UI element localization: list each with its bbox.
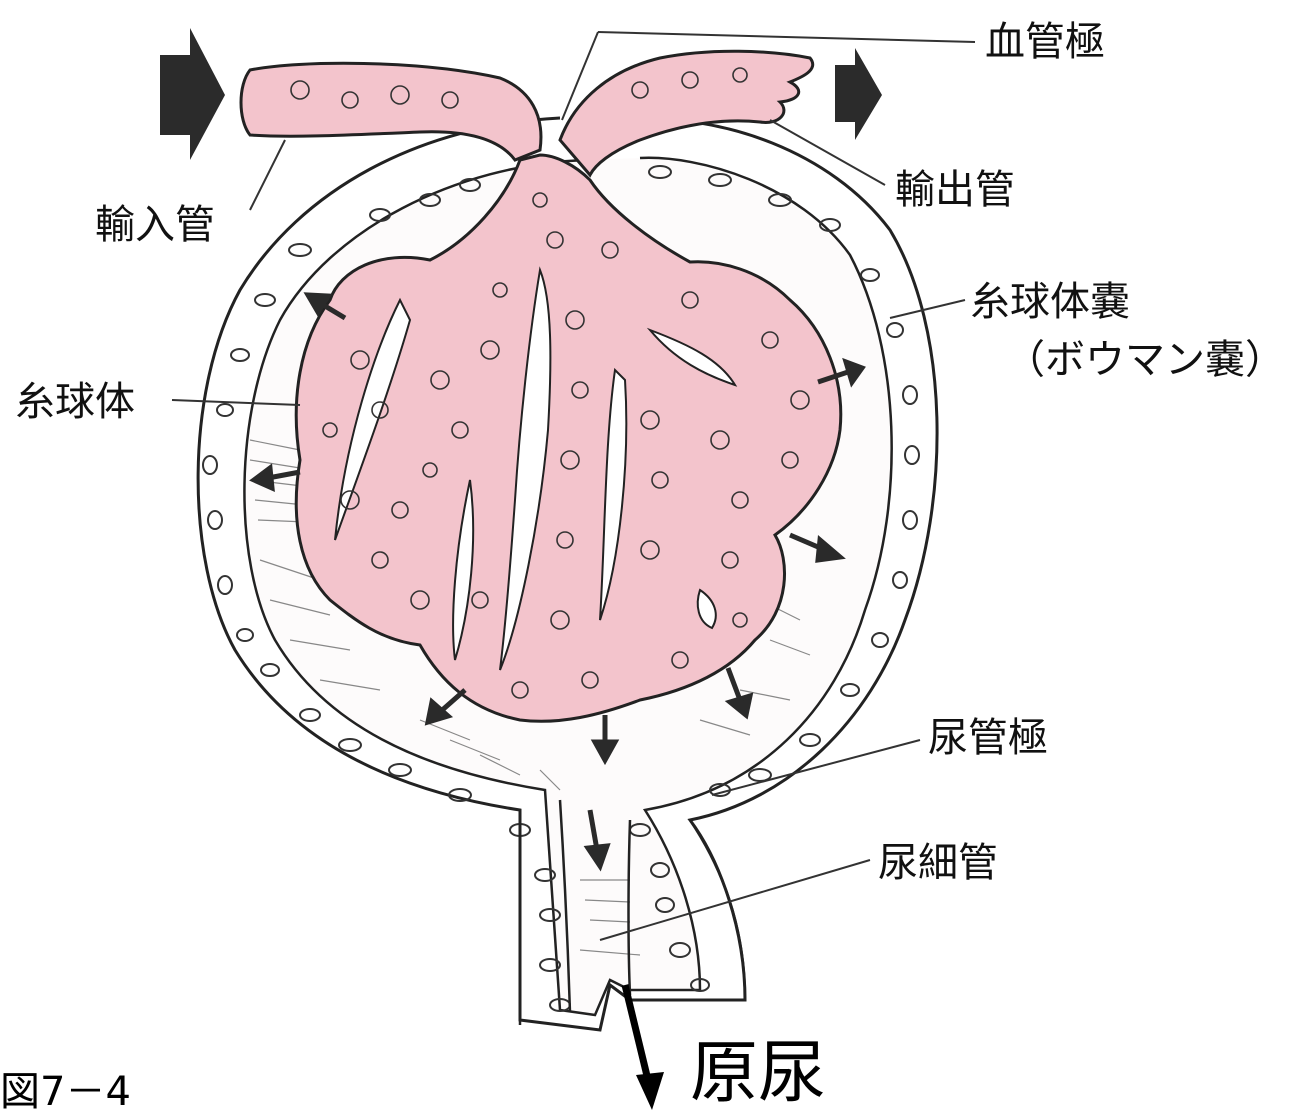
label-efferent-arteriole: 輸出管 bbox=[895, 170, 1015, 210]
label-bowman-capsule: 糸球体嚢 bbox=[970, 282, 1130, 322]
label-glomerulus: 糸球体 bbox=[15, 382, 135, 422]
label-bowman-capsule-alt: （ボウマン嚢） bbox=[1005, 340, 1285, 380]
afferent-arteriole bbox=[241, 63, 541, 160]
figure-number: 図7－4 bbox=[0, 1072, 131, 1112]
label-urinary-pole: 尿管極 bbox=[928, 718, 1048, 758]
primary-urine-arrow bbox=[625, 985, 664, 1110]
label-renal-tubule: 尿細管 bbox=[878, 843, 998, 883]
label-vascular-pole: 血管極 bbox=[985, 22, 1105, 62]
blood-inflow-arrow bbox=[160, 28, 225, 160]
blood-outflow-arrow bbox=[835, 48, 882, 140]
label-primary-urine: 原尿 bbox=[690, 1040, 826, 1108]
label-afferent-arteriole: 輸入管 bbox=[95, 205, 215, 245]
